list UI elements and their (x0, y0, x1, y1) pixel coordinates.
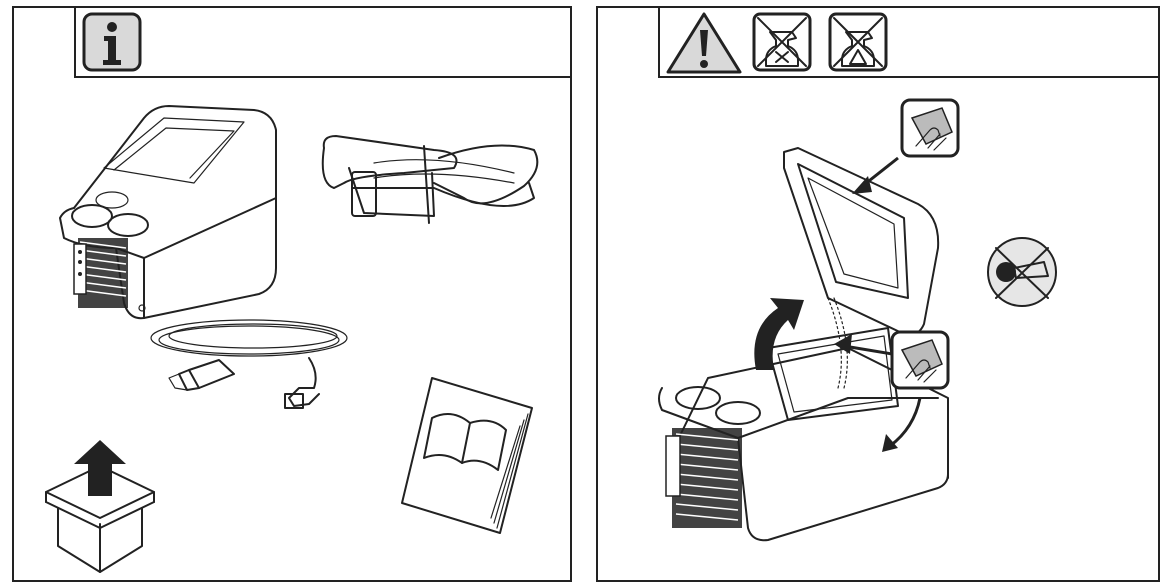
panel-header (74, 8, 570, 78)
instruction-manual-illustration (401, 377, 533, 534)
motion-arrows (754, 156, 922, 452)
shoulder-strap-illustration (321, 135, 539, 224)
info-icon (82, 12, 142, 72)
panel-step-1 (12, 6, 572, 582)
no-water-jet-icon (987, 237, 1057, 307)
panel-step-2 (596, 6, 1160, 582)
wipe-cloth-icon (890, 330, 950, 390)
cooler-box-illustration (59, 105, 277, 320)
no-abrasive-cleaner-icon (752, 12, 812, 72)
no-aggressive-cleaner-icon (828, 12, 888, 72)
warning-icon (666, 12, 742, 74)
unpack-box-icon (45, 440, 155, 573)
power-cable-illustration (150, 319, 348, 409)
panel-header (658, 8, 1158, 78)
open-cooler-illustration (658, 147, 949, 542)
wipe-cloth-icon (900, 98, 960, 158)
